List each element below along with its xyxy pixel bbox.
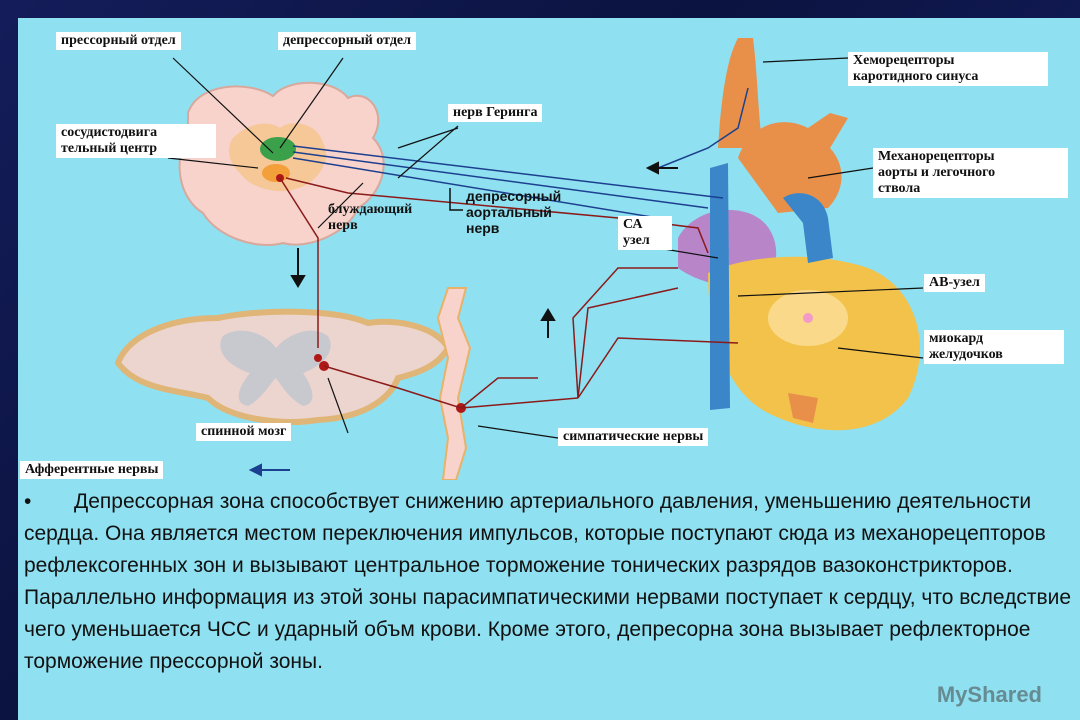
label-sa-node: СА узел [618, 216, 672, 250]
label-chemo-line1: Хеморецепторы [853, 53, 955, 68]
label-chemoreceptors: Хеморецепторы каротидного синуса [848, 52, 1048, 86]
label-mechanoreceptors: Механорецепторы аорты и легочного ствола [873, 148, 1068, 198]
label-aortic-nerve: депресорный аортальный нерв [466, 188, 561, 236]
direction-arrows [248, 161, 678, 477]
label-sa-line2: узел [623, 233, 650, 248]
label-vagus-line1: блуждающий [328, 202, 413, 217]
label-vagus-nerve: блуждающий нерв [328, 202, 412, 234]
description-text: Депрессорная зона способствует снижению … [24, 490, 1072, 673]
label-hering-nerve: нерв Геринга [448, 104, 543, 122]
label-vagus-line2: нерв [328, 218, 358, 233]
label-aortic-line2: аортальный [466, 204, 552, 220]
label-vasomotor-center: сосудистодвига тельный центр [56, 124, 216, 158]
label-mechano-line3: ствола [878, 181, 921, 196]
label-afferent-nerves: Афферентные нервы [20, 461, 164, 479]
label-aortic-line1: депресорный [466, 188, 562, 204]
label-ventricular-myocardium: миокард желудочков [924, 330, 1064, 364]
medulla-section [178, 81, 385, 246]
label-depressor: депрессорный отдел [278, 32, 416, 50]
sympathetic-trunk [436, 287, 472, 480]
label-av-node: АВ-узел [924, 274, 985, 292]
heart [678, 38, 920, 431]
label-sympathetic-nerves: симпатические нервы [558, 428, 709, 446]
label-chemo-line2: каротидного синуса [853, 69, 979, 84]
reflex-diagram [114, 38, 924, 480]
label-myocard-line1: миокард [929, 331, 984, 346]
bullet-marker: • [24, 490, 32, 513]
pointer-lines [167, 57, 924, 439]
label-mechano-line2: аорты и легочного [878, 165, 996, 180]
label-myocard-line2: желудочков [929, 347, 1003, 362]
label-vasomotor-line1: сосудистодвига [61, 125, 158, 140]
description-paragraph: •Депрессорная зона способствует снижению… [24, 486, 1074, 678]
efferent-nerves [279, 177, 739, 409]
label-sa-line1: СА [623, 217, 643, 232]
label-mechano-line1: Механорецепторы [878, 149, 995, 164]
label-pressor: прессорный отдел [56, 32, 181, 50]
slide: прессорный отдел депрессорный отдел сосу… [18, 18, 1080, 720]
watermark-logo: MyShared [936, 682, 1042, 707]
description-text-block: •Депрессорная зона способствует снижению… [18, 480, 1080, 720]
label-spinal-cord: спинной мозг [196, 423, 292, 441]
afferent-nerves [292, 87, 749, 219]
label-vasomotor-line2: тельный центр [61, 141, 158, 156]
aortic-bracket [449, 188, 463, 211]
label-aortic-line3: нерв [466, 220, 500, 236]
spinal-cord-section [114, 308, 452, 425]
